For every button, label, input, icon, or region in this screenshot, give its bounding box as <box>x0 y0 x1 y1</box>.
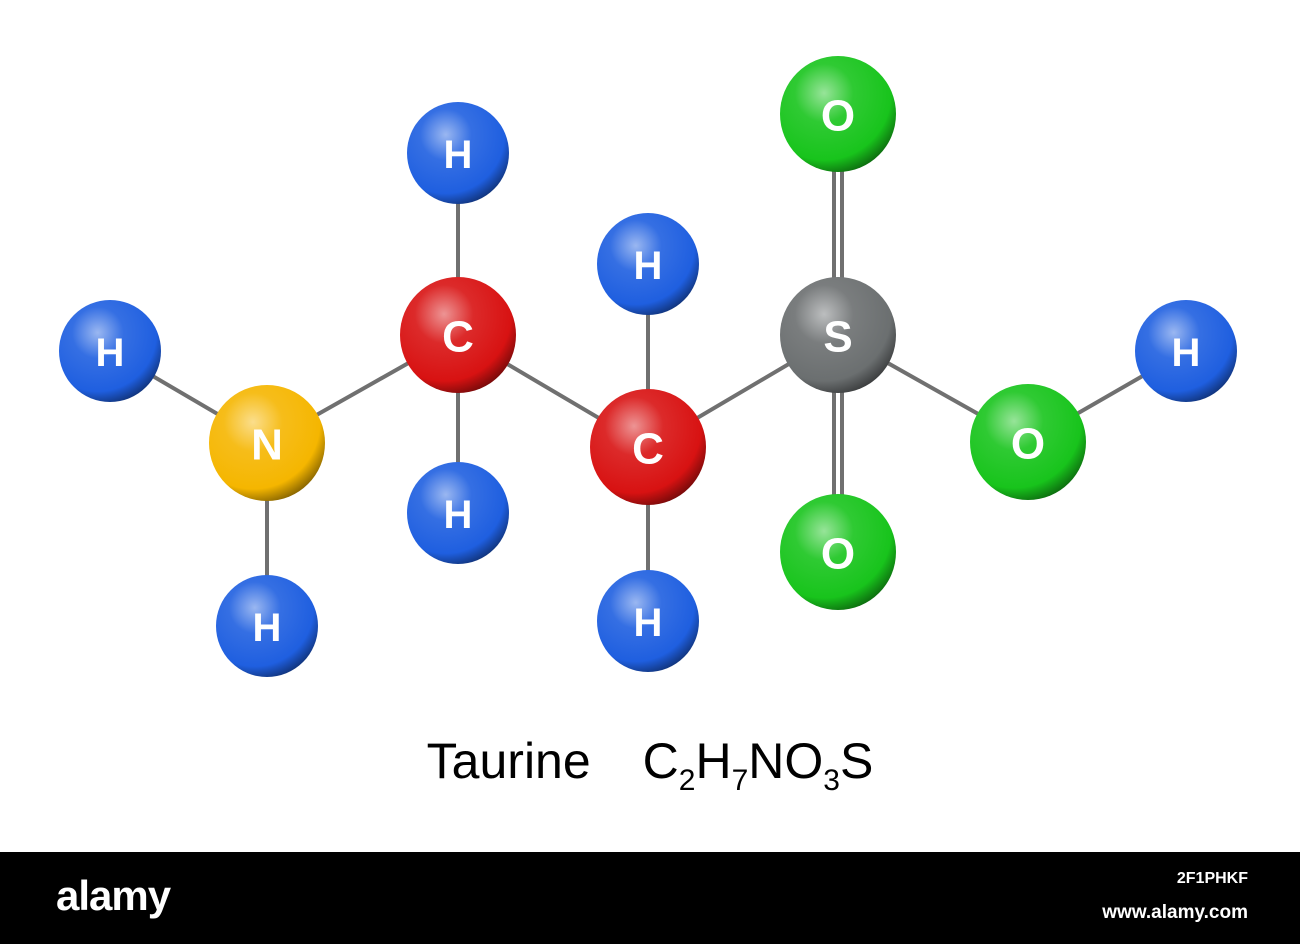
molecular-formula: C2H7NO3S <box>642 733 874 796</box>
brand-logo: alamy <box>56 872 171 919</box>
atom-sphere <box>407 462 509 564</box>
atom-sphere <box>1135 300 1237 402</box>
formula-symbol: H <box>695 733 732 789</box>
formula-subscript: 3 <box>823 764 840 797</box>
atom-o: O <box>970 384 1086 500</box>
atom-label: O <box>821 530 855 579</box>
atom-label: H <box>444 133 473 177</box>
atom-label: H <box>634 601 663 645</box>
atom-label: C <box>442 313 474 362</box>
molecule-diagram: H N H C H H C H H S O O O H <box>59 56 1237 677</box>
atom-n: N <box>209 385 325 501</box>
atom-o: O <box>780 494 896 610</box>
atom-sphere <box>407 102 509 204</box>
atom-s: S <box>780 277 896 393</box>
image-id: 2F1PHKF <box>1176 870 1248 887</box>
formula-symbol: NO <box>748 733 824 789</box>
watermark-footer: alamy 2F1PHKF www.alamy.com <box>0 852 1300 944</box>
formula-symbol: S <box>839 733 874 789</box>
atom-label: S <box>823 313 852 362</box>
atom-sphere <box>216 575 318 677</box>
atom-h: H <box>59 300 161 402</box>
atom-h: H <box>1135 300 1237 402</box>
atom-sphere <box>590 389 706 505</box>
atom-sphere <box>597 213 699 315</box>
atoms-layer: H N H C H H C H H S O O O H <box>59 56 1237 677</box>
atom-c: C <box>400 277 516 393</box>
bonds-layer <box>108 112 1188 628</box>
atom-h: H <box>216 575 318 677</box>
atom-label: H <box>444 493 473 537</box>
atom-label: O <box>1011 420 1045 469</box>
atom-sphere <box>780 277 896 393</box>
atom-label: N <box>251 421 283 470</box>
atom-label: H <box>1172 331 1201 375</box>
atom-h: H <box>597 213 699 315</box>
atom-label: C <box>632 425 664 474</box>
atom-label: H <box>634 244 663 288</box>
atom-sphere <box>780 56 896 172</box>
atom-o: O <box>780 56 896 172</box>
atom-c: C <box>590 389 706 505</box>
atom-h: H <box>407 462 509 564</box>
atom-label: O <box>821 92 855 141</box>
atom-sphere <box>209 385 325 501</box>
formula-subscript: 2 <box>678 764 696 797</box>
atom-sphere <box>597 570 699 672</box>
atom-sphere <box>59 300 161 402</box>
atom-label: H <box>96 331 125 375</box>
formula-symbol: C <box>642 733 679 789</box>
atom-h: H <box>407 102 509 204</box>
atom-sphere <box>780 494 896 610</box>
atom-sphere <box>400 277 516 393</box>
caption: Taurine C2H7NO3S <box>0 732 1300 796</box>
atom-label: H <box>253 606 282 650</box>
atom-sphere <box>970 384 1086 500</box>
atom-h: H <box>597 570 699 672</box>
site-url: www.alamy.com <box>1102 902 1248 923</box>
molecule-name: Taurine <box>426 733 591 789</box>
formula-subscript: 7 <box>731 764 749 797</box>
